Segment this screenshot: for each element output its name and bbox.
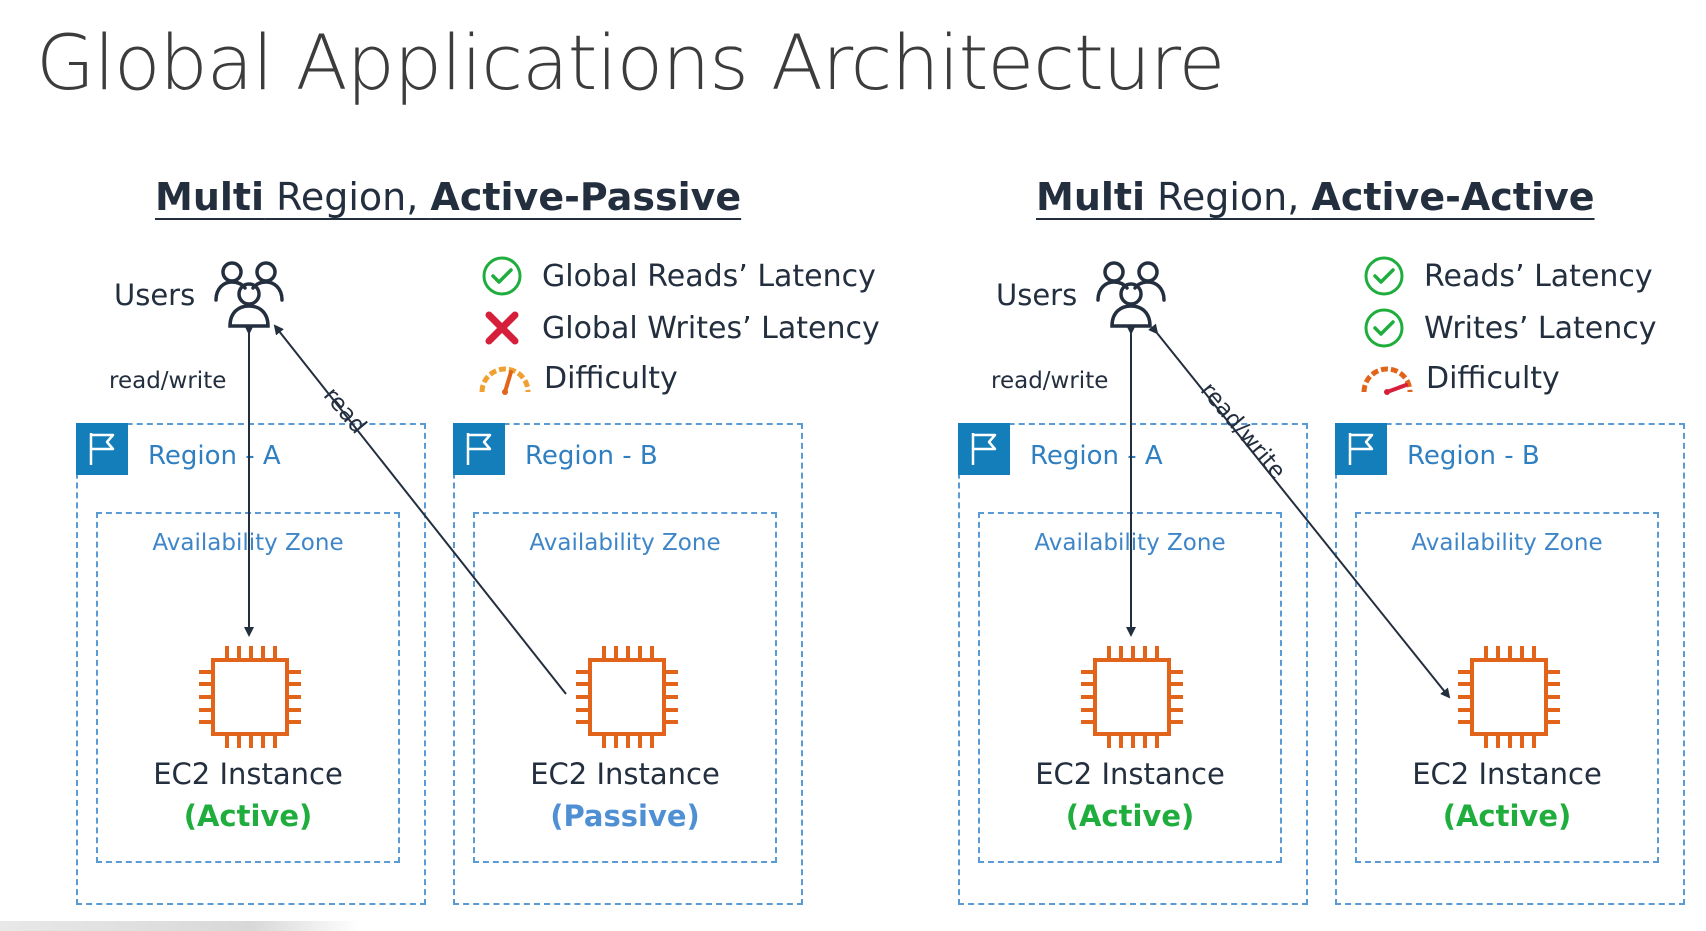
flag-icon: [1335, 423, 1387, 475]
legend-item: Difficulty: [476, 356, 678, 400]
region-label: Region - A: [1030, 441, 1163, 471]
panel-title-part-multi: Multi: [155, 175, 265, 219]
availability-zone-box: Availability Zone EC2 Instance (Active): [978, 512, 1282, 863]
panel-title-active-passive: Multi Region, Active-Passive: [155, 175, 741, 219]
region-box: Region - A Availability Zone EC2 Instanc…: [958, 423, 1308, 905]
flag-icon: [76, 423, 128, 475]
availability-zone-box: Availability Zone EC2 Instance (Passive): [473, 512, 777, 863]
check-icon: [1362, 306, 1406, 350]
region-box: Region - A Availability Zone EC2 Instanc…: [76, 423, 426, 905]
page-title: Global Applications Architecture: [36, 18, 1225, 107]
az-label: Availability Zone: [1034, 530, 1226, 556]
ec2-state: (Passive): [550, 799, 700, 833]
panel-title-part-mode: Active-Active: [1311, 175, 1595, 219]
legend-item: Difficulty: [1358, 356, 1560, 400]
read-write-label: read/write: [991, 368, 1109, 394]
az-label: Availability Zone: [529, 530, 721, 556]
availability-zone-box: Availability Zone EC2 Instance (Active): [1355, 512, 1659, 863]
footer-accent: [0, 921, 360, 931]
legend-text: Reads’ Latency: [1424, 258, 1653, 294]
ec2-name: EC2 Instance: [1412, 757, 1602, 791]
panel-title-active-active: Multi Region, Active-Active: [1036, 175, 1595, 219]
panel-title-part-region: Region,: [1145, 175, 1312, 219]
gauge-high-icon: [1358, 356, 1416, 400]
legend-item: Global Reads’ Latency: [480, 254, 876, 298]
check-icon: [480, 254, 524, 298]
ec2-state: (Active): [1065, 799, 1195, 833]
legend-text: Global Writes’ Latency: [542, 310, 880, 346]
legend-item: Global Writes’ Latency: [480, 306, 880, 350]
cross-icon: [480, 306, 524, 350]
az-label: Availability Zone: [1411, 530, 1603, 556]
region-box: Region - B Availability Zone EC2 Instanc…: [1335, 423, 1685, 905]
panel-title-part-multi: Multi: [1036, 175, 1146, 219]
ec2-chip-icon: [576, 646, 678, 748]
check-icon: [1362, 254, 1406, 298]
ec2-chip-icon: [199, 646, 301, 748]
users-icon: [214, 261, 284, 328]
legend-text: Difficulty: [544, 360, 678, 396]
ec2-state: (Active): [1442, 799, 1572, 833]
legend-item: Reads’ Latency: [1362, 254, 1653, 298]
region-label: Region - A: [148, 441, 281, 471]
availability-zone-box: Availability Zone EC2 Instance (Active): [96, 512, 400, 863]
legend-text: Global Reads’ Latency: [542, 258, 876, 294]
ec2-state: (Active): [183, 799, 313, 833]
region-label: Region - B: [1407, 441, 1540, 471]
legend-item: Writes’ Latency: [1362, 306, 1657, 350]
flag-icon: [453, 423, 505, 475]
gauge-medium-icon: [476, 356, 534, 400]
read-write-label: read/write: [109, 368, 227, 394]
ec2-chip-icon: [1458, 646, 1560, 748]
flag-icon: [958, 423, 1010, 475]
ec2-name: EC2 Instance: [530, 757, 720, 791]
region-label: Region - B: [525, 441, 658, 471]
ec2-chip-icon: [1081, 646, 1183, 748]
az-label: Availability Zone: [152, 530, 344, 556]
legend-text: Difficulty: [1426, 360, 1560, 396]
ec2-name: EC2 Instance: [1035, 757, 1225, 791]
panel-title-part-mode: Active-Passive: [430, 175, 742, 219]
region-box: Region - B Availability Zone EC2 Instanc…: [453, 423, 803, 905]
legend-text: Writes’ Latency: [1424, 310, 1657, 346]
panel-title-part-region: Region,: [264, 175, 431, 219]
users-label: Users: [996, 278, 1078, 312]
users-label: Users: [114, 278, 196, 312]
users-icon: [1096, 261, 1166, 328]
ec2-name: EC2 Instance: [153, 757, 343, 791]
